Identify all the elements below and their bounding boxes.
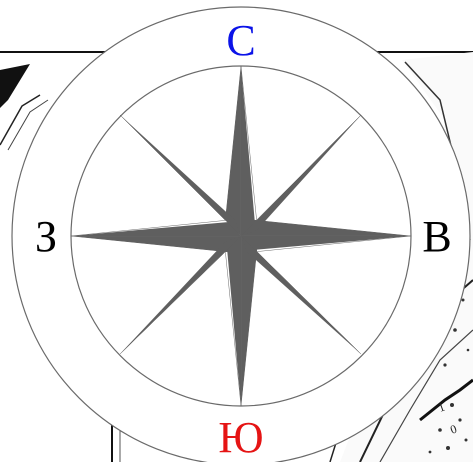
west-label: З: [35, 212, 57, 261]
south-label: Ю: [218, 413, 263, 462]
north-label: С: [226, 16, 255, 65]
east-label: В: [422, 212, 451, 261]
